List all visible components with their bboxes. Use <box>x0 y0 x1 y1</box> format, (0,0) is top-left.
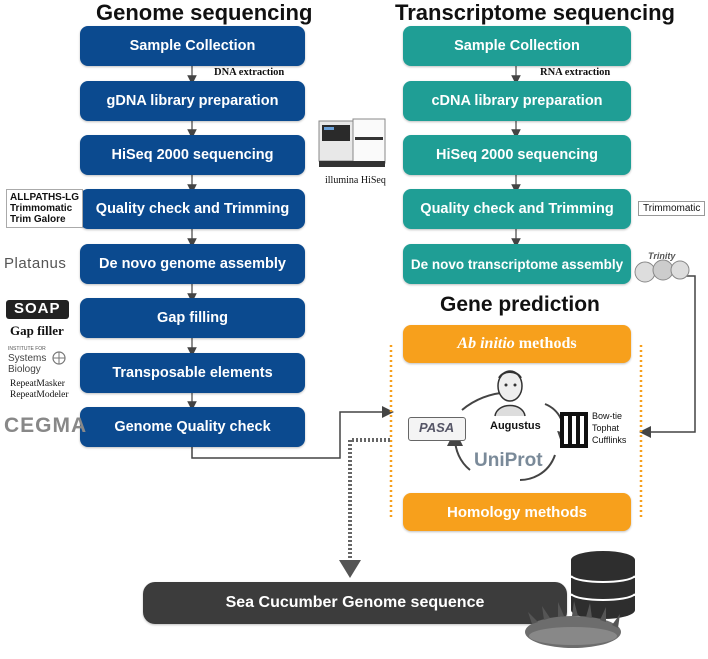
qc-tool-allpaths: ALLPATHS-LG <box>10 192 80 203</box>
genome-step-assembly: De novo genome assembly <box>80 244 305 284</box>
transcriptome-title: Transcriptome sequencing <box>395 0 675 25</box>
ab-initio-italic: Ab initio <box>457 335 515 352</box>
cegma-logo: CEGMA <box>4 414 88 437</box>
soap-logo: SOAP <box>6 300 69 319</box>
sequencer-image <box>317 117 387 173</box>
pasa-logo: PASA <box>408 417 466 441</box>
prediction-to-output-arrow <box>348 438 390 562</box>
isb-logo-small: INSTITUTE FOR <box>8 346 46 352</box>
genome-step-sample-collection: Sample Collection <box>80 26 305 66</box>
uniprot-logo: UniProt <box>474 450 543 471</box>
isb-logo: INSTITUTE FOR Systems Biology <box>8 346 68 375</box>
isb-logo-line2: Biology <box>8 363 41 375</box>
transcriptome-step-sample-collection: Sample Collection <box>403 26 631 66</box>
genome-step-quality-trimming: Quality check and Trimming <box>80 189 305 229</box>
pasa-logo-text: PASA <box>419 420 455 435</box>
rnaseq-tools-icon <box>558 410 590 450</box>
trimmomatic-label: Trimmomatic <box>638 201 706 216</box>
transcriptome-step-cdna-library: cDNA library preparation <box>403 81 631 121</box>
trinity-logo-text: Trinity <box>648 251 676 261</box>
augustus-portrait-icon <box>494 370 526 417</box>
augustus-portrait <box>485 366 535 418</box>
transcriptome-to-prediction-arrow <box>639 275 696 438</box>
platanus-logo: Platanus <box>4 255 67 272</box>
database-icon <box>568 548 638 620</box>
genome-step-gap-filling: Gap filling <box>80 298 305 338</box>
gap-filler-label: Gap filler <box>10 323 64 338</box>
sequencer-label: illumina HiSeq <box>325 175 386 186</box>
ab-initio-rest: methods <box>514 335 577 352</box>
genome-title: Genome sequencing <box>96 0 313 25</box>
output-genome-sequence: Sea Cucumber Genome sequence <box>143 582 567 624</box>
augustus-label: Augustus <box>490 420 541 432</box>
transcriptome-step-hiseq: HiSeq 2000 sequencing <box>403 135 631 175</box>
transcriptome-step-assembly: De novo transcriptome assembly <box>403 244 631 284</box>
te-tool-repeatmasker: RepeatMasker <box>10 379 65 389</box>
rnaseq-tool-bowtie: Bow-tie <box>592 411 623 421</box>
genome-step-hiseq: HiSeq 2000 sequencing <box>80 135 305 175</box>
sea-cucumber-icon <box>525 601 621 648</box>
genome-step-quality-check: Genome Quality check <box>80 407 305 447</box>
genome-step-gdna-library: gDNA library preparation <box>80 81 305 121</box>
genome-to-prediction-arrow <box>191 406 394 459</box>
genome-step-transposable: Transposable elements <box>80 353 305 393</box>
homology-methods-box: Homology methods <box>403 493 631 531</box>
trinity-logo: Trinity <box>634 251 690 284</box>
transcriptome-step-quality-trimming: Quality check and Trimming <box>403 189 631 229</box>
rnaseq-tool-tophat: Tophat <box>592 423 620 433</box>
ab-initio-methods-box: Ab initio methods <box>403 325 631 363</box>
rna-extraction-note: RNA extraction <box>540 67 611 78</box>
rnaseq-tool-cufflinks: Cufflinks <box>592 435 627 445</box>
te-tool-repeatmodeler: RepeatModeler <box>10 390 69 400</box>
trinity-coins-icon <box>634 259 690 283</box>
database-cylinder-icon <box>570 551 636 619</box>
qc-tool-trimmomatic: Trimmomatic <box>10 203 73 214</box>
sea-cucumber-image <box>518 598 628 654</box>
hiseq-machine-icon <box>318 118 386 167</box>
isb-logo-line1: Systems <box>8 352 47 364</box>
gene-prediction-title: Gene prediction <box>440 293 600 316</box>
globe-icon <box>52 351 66 365</box>
bowtie-tophat-icon <box>560 412 588 448</box>
qc-tool-trim-galore: Trim Galore <box>10 214 66 225</box>
dna-extraction-note: DNA extraction <box>214 67 285 78</box>
qc-tools-box: ALLPATHS-LG Trimmomatic Trim Galore <box>6 189 84 228</box>
